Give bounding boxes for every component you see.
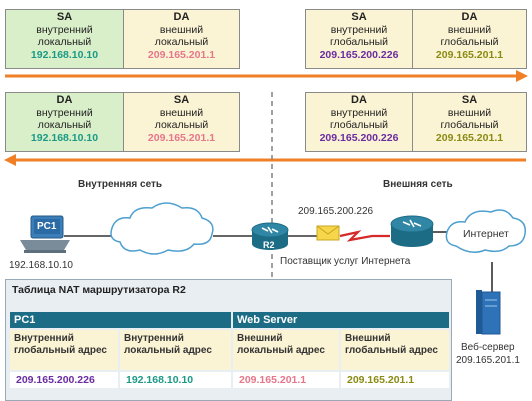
lan-cloud-icon: [110, 202, 214, 255]
serial-link: [339, 230, 390, 242]
cell-line2: локальный: [154, 119, 209, 131]
cell-title: SA: [173, 94, 190, 106]
r2-ip-label: 209.165.200.226: [298, 206, 374, 217]
nat-table: Таблица NAT маршрутизатора R2 PC1 Web Se…: [5, 279, 452, 401]
cell-title: DA: [56, 94, 73, 106]
cell-ip: 192.168.10.10: [30, 131, 99, 144]
web-server-ip-label: 209.165.201.1: [456, 355, 520, 366]
cell-line1: внешний: [447, 106, 492, 119]
cell-ip: 209.165.201.1: [147, 131, 216, 144]
pc1-ip-label: 192.168.10.10: [9, 260, 73, 271]
cell-line1: внутренний: [36, 23, 93, 36]
nat-cell: 209.165.201.1: [341, 372, 449, 388]
nat-col-header: Внешний глобальный адрес: [341, 330, 449, 370]
cell-title: SA: [56, 11, 73, 23]
cell-line2: глобальный: [440, 36, 499, 48]
cell-line2: глобальный: [440, 119, 499, 131]
cell-line2: локальный: [37, 119, 92, 131]
pc-icon: [20, 215, 70, 253]
cell-title: DA: [173, 11, 190, 23]
internet-label: Интернет: [463, 228, 509, 240]
cell-line2: глобальный: [329, 119, 389, 131]
pc1-label: PC1: [37, 221, 57, 232]
nat-group-webserver: Web Server: [233, 312, 449, 328]
router-r2-icon: [251, 222, 289, 250]
nat-col-header: Внешний локальный адрес: [233, 330, 339, 370]
web-server-label: Веб-сервер: [461, 342, 515, 353]
nat-table-title: Таблица NAT маршрутизатора R2: [12, 284, 186, 296]
cell-line1: внутренний: [330, 23, 388, 36]
cell-title: SA: [461, 94, 478, 106]
cell-ip: 209.165.200.226: [319, 48, 399, 61]
cell-line2: глобальный: [329, 36, 389, 48]
nat-group-pc1: PC1: [10, 312, 231, 328]
frame-bottom-right: DA внутренний глобальный 209.165.200.226…: [305, 92, 527, 152]
cell-ip: 192.168.10.10: [30, 48, 99, 61]
frame-da-cell: DA внутренний глобальный 209.165.200.226: [306, 93, 412, 151]
cell-line1: внешний: [447, 23, 492, 36]
r2-label: R2: [263, 240, 275, 250]
isp-label: Поставщик услуг Интернета: [280, 256, 411, 267]
cell-line2: локальный: [154, 36, 209, 48]
cell-title: DA: [461, 11, 478, 23]
internet-cloud-icon: [445, 209, 526, 253]
frame-sa-cell: SA внешний глобальный 209.165.201.1: [412, 93, 526, 151]
router-isp-icon: [390, 215, 434, 247]
frame-da-cell: DA внешний локальный 209.165.201.1: [123, 10, 239, 68]
nat-cell: 209.165.201.1: [233, 372, 339, 388]
cell-line1: внутренний: [330, 106, 388, 119]
outside-network-label: Внешняя сеть: [383, 179, 453, 190]
frame-sa-cell: SA внешний локальный 209.165.201.1: [123, 93, 239, 151]
cell-line1: внутренний: [36, 106, 93, 119]
nat-col-header: Внутренний глобальный адрес: [10, 330, 118, 370]
nat-cell: 192.168.10.10: [120, 372, 231, 388]
flow-arrow-right: [5, 70, 528, 82]
web-server-icon: [476, 290, 501, 335]
inside-network-label: Внутренняя сеть: [78, 179, 163, 190]
frame-top-right: SA внутренний глобальный 209.165.200.226…: [305, 9, 527, 69]
frame-da-cell: DA внутренний локальный 192.168.10.10: [6, 93, 123, 151]
cell-ip: 209.165.200.226: [319, 131, 399, 144]
cell-line1: внешний: [159, 106, 204, 119]
cell-title: DA: [351, 94, 367, 106]
frame-sa-cell: SA внутренний локальный 192.168.10.10: [6, 10, 123, 68]
flow-arrow-left: [4, 154, 526, 166]
cell-ip: 209.165.201.1: [435, 48, 504, 61]
nat-cell: 209.165.200.226: [10, 372, 118, 388]
cell-title: SA: [351, 11, 367, 23]
cell-ip: 209.165.201.1: [435, 131, 504, 144]
frame-sa-cell: SA внутренний глобальный 209.165.200.226: [306, 10, 412, 68]
nat-col-header: Внутренний локальный адрес: [120, 330, 231, 370]
frame-da-cell: DA внешний глобальный 209.165.201.1: [412, 10, 526, 68]
cell-line1: внешний: [159, 23, 204, 36]
packet-icon: [316, 225, 340, 241]
cell-ip: 209.165.201.1: [147, 48, 216, 61]
frame-bottom-left: DA внутренний локальный 192.168.10.10 SA…: [5, 92, 240, 152]
cell-line2: локальный: [37, 36, 92, 48]
frame-top-left: SA внутренний локальный 192.168.10.10 DA…: [5, 9, 240, 69]
